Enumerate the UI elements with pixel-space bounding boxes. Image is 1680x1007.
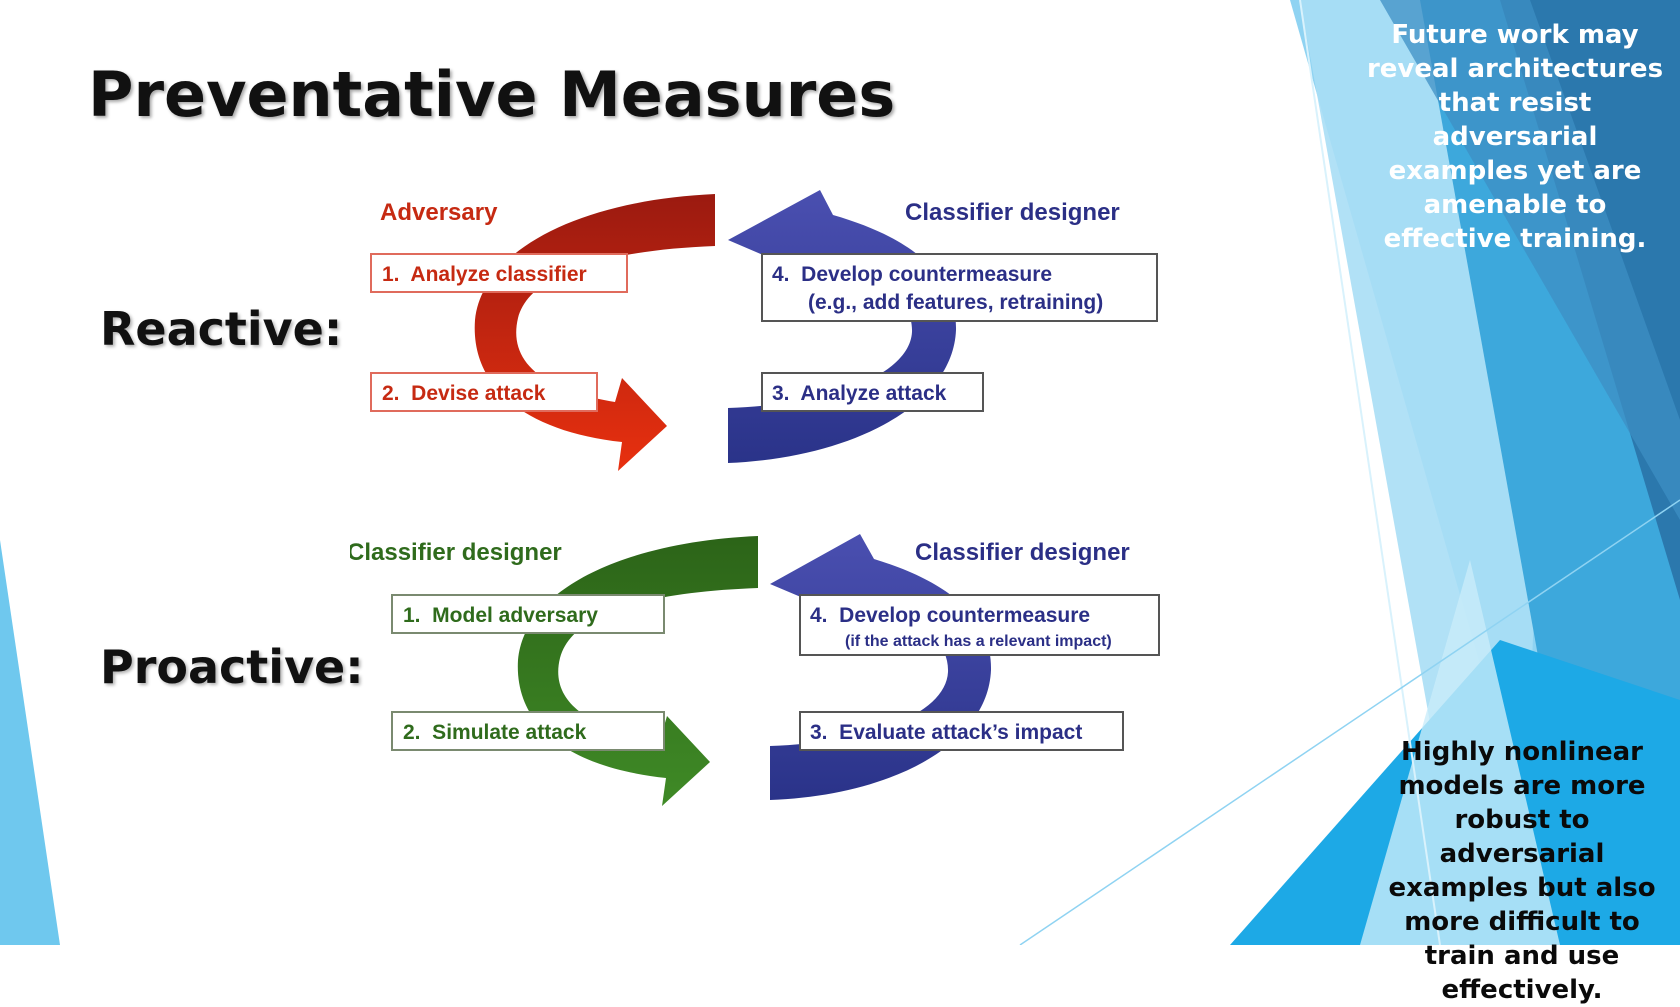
reactive-step4-line2: (e.g., add features, retraining) (808, 291, 1103, 314)
side-note-bottom: Highly nonlinear models are more robust … (1388, 737, 1656, 1005)
proactive-defender-arrow (770, 534, 992, 800)
proactive-label: Proactive: (100, 640, 364, 694)
proactive-designer-arrow (517, 536, 758, 806)
arms-race-diagram: Adversary Classifier designer 1. Analyze… (350, 190, 1160, 806)
page-title: Preventative Measures (88, 58, 896, 131)
proactive-step3-box (799, 711, 1124, 751)
proactive-step4-line2: (if the attack has a relevant impact) (845, 633, 1112, 650)
reactive-step4-line1: 4. Develop countermeasure (772, 263, 1052, 286)
proactive-step2: 2. Simulate attack (403, 721, 587, 744)
proactive-left-role: Classifier designer (350, 539, 562, 566)
bg-shape-pale (1360, 560, 1560, 945)
reactive-defender-arrow (728, 190, 957, 463)
proactive-cycle: Classifier designer Classifier designer … (350, 534, 1160, 806)
reactive-cycle: Adversary Classifier designer 1. Analyze… (370, 190, 1158, 471)
reactive-right-role: Classifier designer (905, 199, 1120, 226)
proactive-step4-box (799, 594, 1160, 656)
reactive-step3-box (761, 372, 984, 412)
bg-line (1299, 0, 1441, 945)
side-note-top: Future work may reveal architectures tha… (1366, 20, 1664, 254)
proactive-step4-line1: 4. Develop countermeasure (810, 604, 1090, 627)
proactive-step1-box (391, 594, 665, 634)
reactive-adversary-arrow (474, 194, 715, 471)
proactive-step1: 1. Model adversary (403, 604, 598, 627)
reactive-step3: 3. Analyze attack (772, 382, 947, 405)
reactive-label: Reactive: (100, 302, 343, 356)
proactive-step3: 3. Evaluate attack’s impact (810, 721, 1082, 744)
reactive-step1-box (370, 253, 628, 293)
proactive-right-role: Classifier designer (915, 539, 1130, 566)
bg-line (1019, 499, 1680, 945)
reactive-step4-box (761, 253, 1158, 322)
proactive-step2-box (391, 711, 665, 751)
reactive-step2-box (370, 372, 598, 412)
background-decoration (0, 0, 1680, 945)
reactive-step2: 2. Devise attack (382, 382, 546, 405)
bg-shape-steel (1380, 0, 1680, 520)
bg-shape-left (0, 540, 60, 945)
reactive-step1: 1. Analyze classifier (382, 263, 587, 286)
reactive-left-role: Adversary (380, 199, 498, 226)
